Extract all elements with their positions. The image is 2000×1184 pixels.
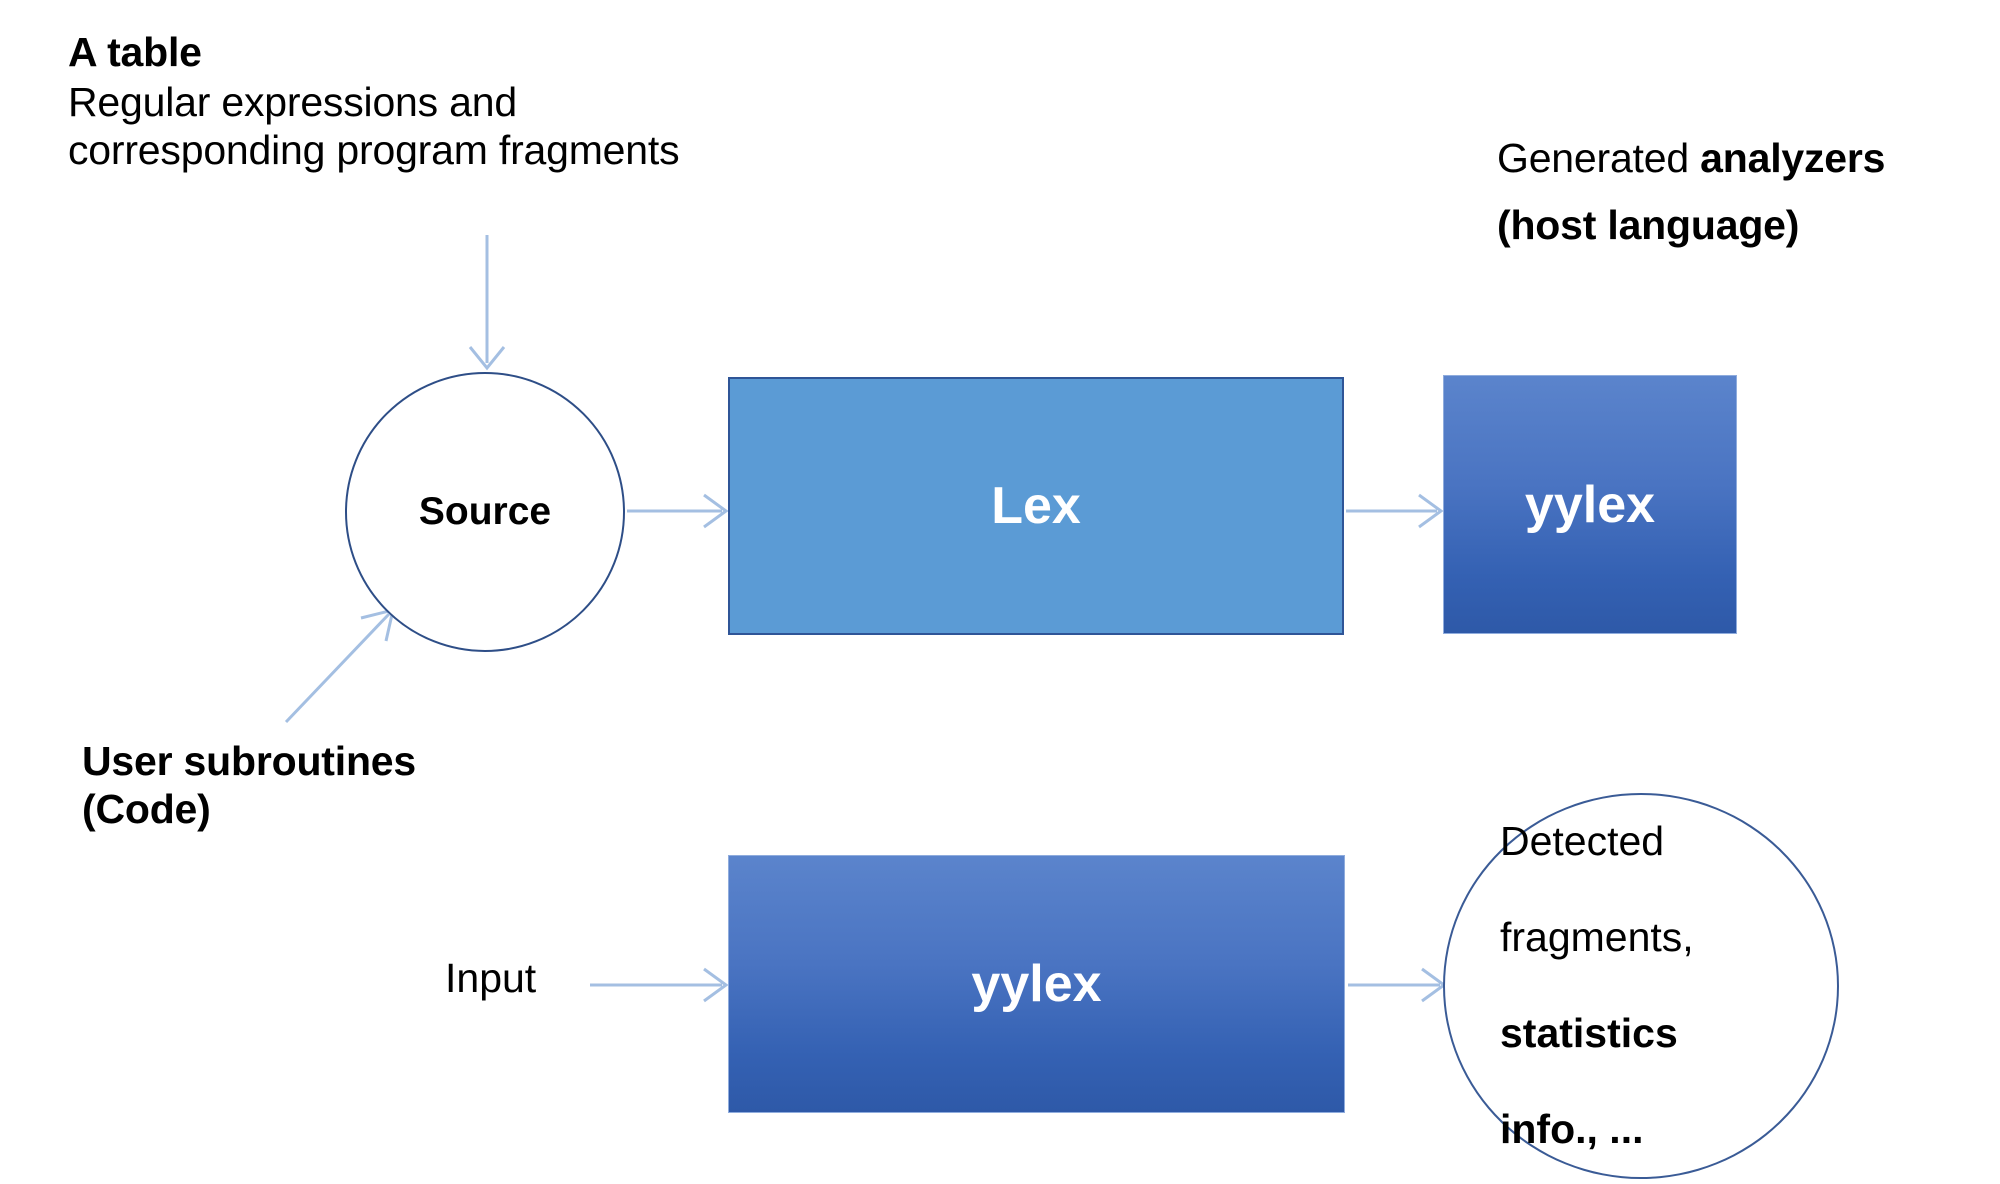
node-output-line1: Detected: [1500, 818, 1665, 865]
node-lex-label: Lex: [991, 477, 1081, 535]
node-output-line3: statistics: [1500, 1009, 1678, 1056]
annotation-table-body: Regular expressions and corresponding pr…: [68, 79, 680, 174]
annotation-user-subroutines: User subroutines (Code): [82, 738, 416, 833]
node-output-line4: info., ...: [1500, 1105, 1644, 1152]
node-source[interactable]: Source: [345, 372, 625, 652]
node-yylex-generated[interactable]: yylex: [1443, 375, 1737, 634]
annotation-generated-line2: (host language): [1497, 202, 1800, 249]
arrow-yylex-to-output: [1348, 967, 1447, 1003]
arrow-table-to-source: [468, 235, 506, 371]
node-lex[interactable]: Lex: [728, 377, 1344, 635]
arrow-input-to-yylex: [590, 967, 729, 1003]
annotation-generated-analyzers: Generated analyzers (host language): [1497, 115, 1967, 268]
node-yylex-runtime[interactable]: yylex: [728, 855, 1345, 1113]
annotation-table-title: A table: [68, 29, 202, 75]
node-yylex-runtime-label: yylex: [971, 955, 1102, 1013]
arrow-source-to-lex: [627, 493, 729, 529]
node-output-line2: fragments,: [1500, 914, 1694, 961]
annotation-generated-bold: analyzers: [1700, 134, 1886, 181]
annotation-generated-prefix: Generated: [1497, 134, 1701, 181]
node-output[interactable]: Detected fragments, statistics info., ..…: [1443, 793, 1839, 1179]
node-output-text: Detected fragments, statistics info., ..…: [1445, 770, 1694, 1184]
arrow-user-subroutines-to-source: [284, 607, 395, 724]
node-yylex-generated-label: yylex: [1524, 475, 1656, 534]
label-input: Input: [445, 955, 537, 1001]
node-source-label: Source: [418, 490, 552, 533]
arrow-lex-to-yylex: [1346, 493, 1444, 529]
